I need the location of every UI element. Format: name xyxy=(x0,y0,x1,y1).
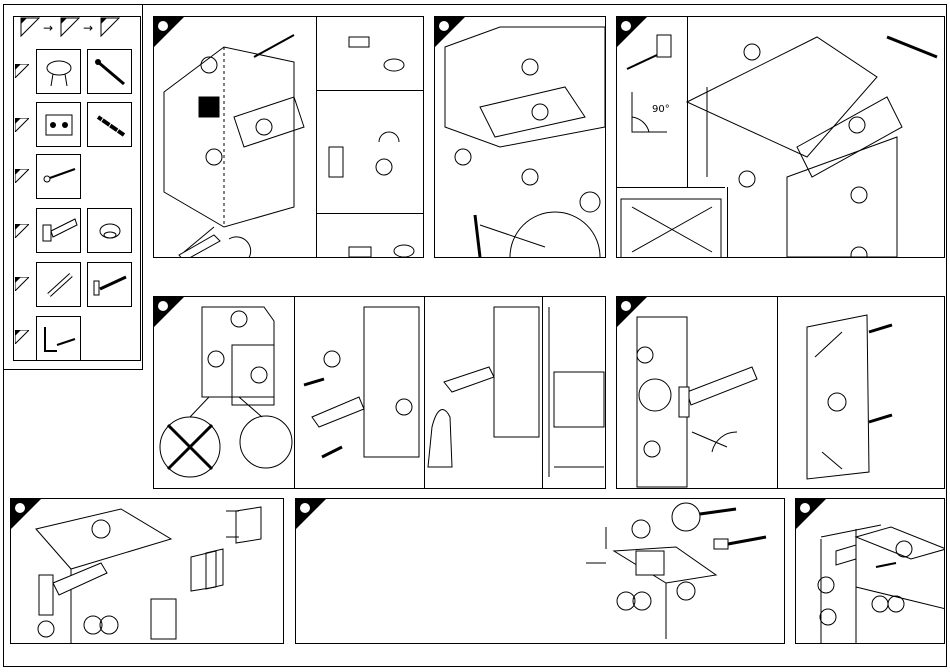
tag-icon xyxy=(15,277,29,291)
part-wood-screw xyxy=(87,102,132,147)
angle-label: 90° xyxy=(652,104,670,115)
tag-icon xyxy=(15,64,29,78)
part-knob xyxy=(87,208,132,253)
knob-icon xyxy=(88,209,133,254)
wall-mount-drawing xyxy=(296,499,785,644)
shelf-install-drawing xyxy=(796,499,945,644)
corner-door-drawing xyxy=(154,297,606,489)
part-hinge xyxy=(36,208,81,253)
tag-icon xyxy=(15,224,29,238)
nail-icon xyxy=(37,155,82,200)
part-nail xyxy=(36,154,81,199)
step-4-panel xyxy=(153,296,606,489)
bracket-icon xyxy=(37,317,82,362)
step-6-panel xyxy=(10,498,284,644)
dowel-icon xyxy=(37,263,82,308)
tag-icon xyxy=(15,330,29,344)
step-2-panel xyxy=(434,16,606,258)
wall-plug-icon xyxy=(88,263,133,308)
cam-disc-icon xyxy=(37,50,82,95)
hinge-icon xyxy=(37,209,82,254)
step-3-panel: 90° xyxy=(616,16,945,258)
part-screw xyxy=(87,49,132,94)
part-connector-block xyxy=(36,102,81,147)
part-wall-plug xyxy=(87,262,132,307)
screw-icon xyxy=(88,50,133,95)
step-8-panel xyxy=(795,498,945,644)
cabinet-base-drawing xyxy=(435,17,606,258)
part-bracket xyxy=(36,316,81,361)
tag-icon xyxy=(15,118,29,132)
hinge-adjust-drawing xyxy=(11,499,284,644)
wood-screw-icon xyxy=(88,103,133,148)
cabinet-assembly-drawing xyxy=(154,17,424,258)
top-panel-drawing: 90° xyxy=(617,17,945,258)
hinge-mount-drawing xyxy=(617,297,945,489)
tag-icon xyxy=(15,169,29,183)
step-7-panel xyxy=(295,498,785,644)
step-5-panel xyxy=(616,296,945,489)
connector-block-icon xyxy=(37,103,82,148)
part-cam-disc xyxy=(36,49,81,94)
part-dowel xyxy=(36,262,81,307)
step-1-panel xyxy=(153,16,424,258)
parts-legend: → → xyxy=(3,4,143,370)
